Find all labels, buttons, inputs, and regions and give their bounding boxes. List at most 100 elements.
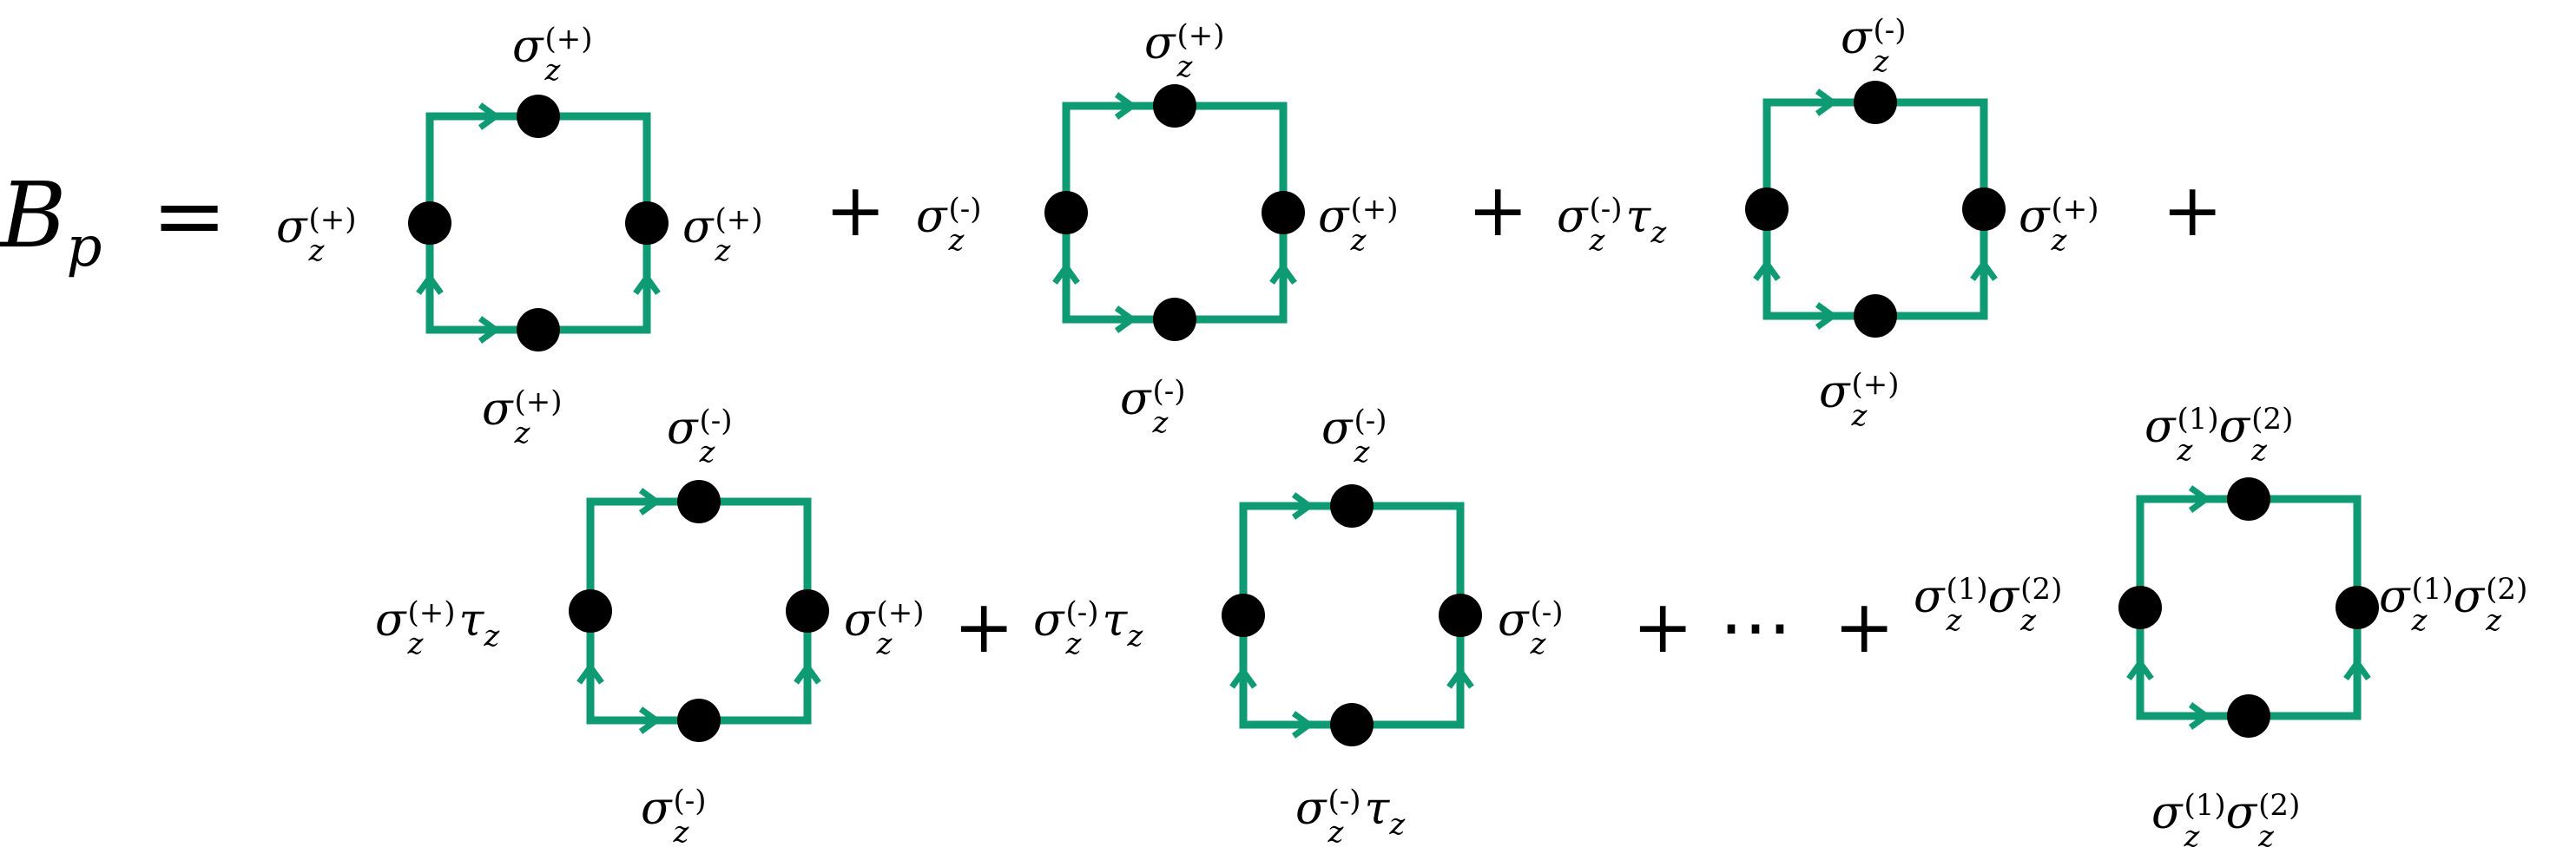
spin-dot-bottom xyxy=(677,699,721,742)
lhs-symbol: B xyxy=(0,162,67,268)
arrow-left xyxy=(1229,666,1257,689)
sigma-z-operator: σ(-)z xyxy=(1841,12,1907,79)
sigma-z-operator: σ(+)z xyxy=(2019,191,2099,258)
sigma-z-operator: σ(+)z xyxy=(1819,366,1900,433)
arrow-top xyxy=(1291,492,1314,520)
arrow-bottom xyxy=(2188,702,2211,730)
sigma-z-operator: σ(+)z xyxy=(1318,191,1399,258)
equals-sign: = xyxy=(151,162,227,268)
plaquette-square xyxy=(1762,98,1988,320)
arrow-left xyxy=(1753,258,1781,281)
arrow-bottom xyxy=(638,706,662,734)
arrow-bottom xyxy=(1815,302,1838,330)
arrow-top xyxy=(638,488,662,516)
plaquette-label-top: σ(-)z xyxy=(667,401,733,467)
spin-dot-top xyxy=(517,95,560,138)
sigma-z-operator: σ(-)z xyxy=(641,783,707,850)
plus-operator: + xyxy=(1632,584,1694,669)
arrow-right xyxy=(794,661,821,685)
plaquette xyxy=(2118,477,2379,738)
sigma-z-operator: σ(2)z xyxy=(2218,401,2294,468)
sigma-z-operator: σ(1)z xyxy=(2144,401,2219,468)
arrow-right xyxy=(633,272,661,295)
arrow-right xyxy=(1269,261,1297,285)
sigma-z-operator: σ(+)z xyxy=(375,595,456,661)
spin-dot-right xyxy=(2336,586,2379,629)
plaquette-label-bottom: σ(+)z xyxy=(482,382,563,450)
plus-operator: + xyxy=(2162,168,2224,253)
plus-operator: + xyxy=(1834,584,1895,669)
sigma-z-operator: σ(-)z xyxy=(1557,191,1623,258)
sigma-z-operator: σ(+)z xyxy=(482,384,563,450)
spin-dot-left xyxy=(2118,586,2162,629)
sigma-z-operator: σ(+)z xyxy=(512,21,593,88)
plaquette-label-top: σ(+)z xyxy=(512,19,593,88)
plaquette-label-left: σ(+)z xyxy=(276,200,357,268)
tau-z-operator: τz xyxy=(1625,191,1667,251)
sigma-z-operator: σ(+)z xyxy=(1144,17,1225,84)
sigma-z-operator: σ(2)z xyxy=(2225,787,2301,854)
spin-dot-top xyxy=(1153,84,1196,128)
spin-dot-top xyxy=(1330,484,1374,528)
plaquette-square xyxy=(1062,102,1288,324)
spin-dot-bottom xyxy=(517,308,560,351)
arrow-bottom xyxy=(1114,305,1137,333)
spin-dot-bottom xyxy=(1153,298,1196,341)
spin-dot-right xyxy=(1962,187,2006,231)
sigma-z-operator: σ(2)z xyxy=(2453,571,2528,638)
spin-dot-top xyxy=(2227,477,2270,521)
sigma-z-operator: σ(-)z xyxy=(1321,403,1387,470)
arrow-top xyxy=(2188,485,2211,513)
spin-dot-left xyxy=(1745,187,1789,231)
sigma-z-operator: σ(-)z xyxy=(1033,595,1099,661)
plaquette-label-bottom: σ(-)z xyxy=(641,781,707,850)
arrow-right xyxy=(1446,666,1474,689)
sigma-z-operator: σ(+)z xyxy=(276,201,357,268)
spin-dot-right xyxy=(1439,594,1482,637)
arrow-left xyxy=(576,661,604,685)
spin-dot-bottom xyxy=(1330,703,1374,746)
sigma-z-operator: σ(-)z xyxy=(916,191,982,258)
arrow-right xyxy=(1970,258,1998,281)
tau-z-operator: τz xyxy=(1102,595,1143,654)
arrow-left xyxy=(1052,261,1080,285)
sigma-z-operator: σ(+)z xyxy=(844,595,925,661)
sigma-z-operator: σ(-)z xyxy=(1120,373,1186,440)
arrow-top xyxy=(478,102,501,130)
spin-dot-top xyxy=(677,480,721,523)
sigma-z-operator: σ(1)z xyxy=(2151,787,2226,854)
plaquette xyxy=(408,95,669,351)
plaquette-label-right: σ(+)z xyxy=(2019,189,2099,258)
plaquette xyxy=(1044,84,1305,341)
arrow-right xyxy=(2343,658,2371,681)
plaquette-square xyxy=(586,497,812,725)
tau-z-operator: τz xyxy=(1364,783,1406,843)
plaquette-square xyxy=(2136,495,2362,720)
arrow-left xyxy=(416,272,444,295)
arrow-top xyxy=(1114,92,1137,120)
spin-dot-right xyxy=(786,589,829,633)
plaquette-label-right: σ(+)z xyxy=(1318,189,1399,258)
spin-dot-left xyxy=(569,589,612,633)
plaquette xyxy=(569,480,829,742)
sigma-z-operator: σ(-)z xyxy=(1295,783,1361,850)
spin-dot-top xyxy=(1854,81,1897,124)
sigma-z-operator: σ(1)z xyxy=(1914,571,1988,638)
arrow-bottom xyxy=(478,316,501,344)
spin-dot-right xyxy=(1262,191,1305,234)
arrow-top xyxy=(1815,89,1838,116)
sigma-z-operator: σ(+)z xyxy=(682,201,763,268)
plaquette-label-top: σ(-)z xyxy=(1321,401,1387,470)
equation-lhs: Bp = xyxy=(0,170,227,275)
plus-operator: + xyxy=(825,168,886,253)
spin-dot-left xyxy=(408,201,451,245)
ellipsis: ⋯ xyxy=(1719,584,1792,669)
spin-dot-right xyxy=(625,201,669,245)
